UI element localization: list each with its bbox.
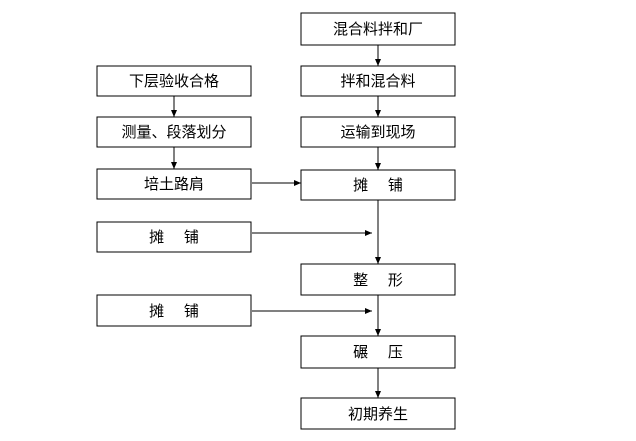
node-box <box>300 263 456 296</box>
node-rolling: 碾 压 <box>300 335 456 369</box>
node-mixing: 拌和混合料 <box>300 65 456 97</box>
node-survey: 测量、段落划分 <box>96 116 252 148</box>
node-label: 下层验收合格 <box>129 72 219 90</box>
node-box <box>300 65 456 97</box>
flow-arrows <box>171 45 381 398</box>
node-box <box>300 397 456 430</box>
node-spread-main: 摊 铺 <box>300 169 456 201</box>
node-box <box>300 335 456 369</box>
node-label: 初期养生 <box>348 405 408 423</box>
node-label: 碾 压 <box>353 343 403 361</box>
node-box <box>96 294 252 327</box>
node-spread-side-1: 摊 铺 <box>96 221 252 253</box>
node-label: 运输到现场 <box>340 123 415 141</box>
node-label: 拌和混合料 <box>340 72 415 90</box>
node-box <box>300 169 456 201</box>
node-label: 摊 铺 <box>149 302 199 320</box>
node-label: 摊 铺 <box>353 176 403 194</box>
node-box <box>300 12 456 46</box>
node-spread-side-2: 摊 铺 <box>96 294 252 327</box>
node-shaping: 整 形 <box>300 263 456 296</box>
node-box <box>96 65 252 97</box>
node-box <box>300 116 456 148</box>
node-label: 整 形 <box>353 271 403 289</box>
node-label: 培土路肩 <box>144 175 204 193</box>
node-box <box>96 221 252 253</box>
node-label: 混合料拌和厂 <box>333 20 423 38</box>
node-lower-layer-pass: 下层验收合格 <box>96 65 252 97</box>
node-label: 测量、段落划分 <box>121 123 226 141</box>
node-shoulder: 培土路肩 <box>96 168 252 200</box>
node-mix-plant: 混合料拌和厂 <box>300 12 456 46</box>
node-curing: 初期养生 <box>300 397 456 430</box>
node-label: 摊 铺 <box>149 228 199 246</box>
node-transport: 运输到现场 <box>300 116 456 148</box>
node-box <box>96 116 252 148</box>
node-box <box>96 168 252 200</box>
